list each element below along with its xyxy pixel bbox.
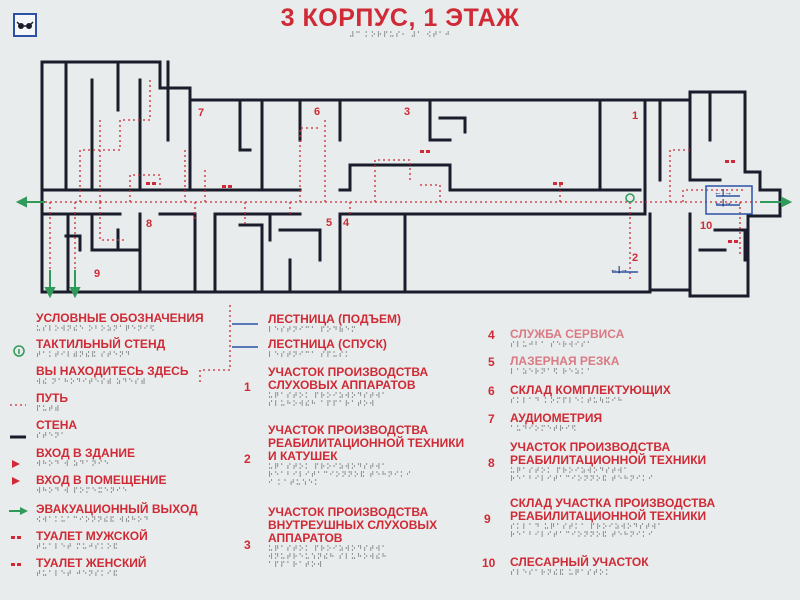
right-entry-6: СКЛАД КОМПЛЕКТУЮЩИХ ⠎⠅⠇⠁⠙ ⠅⠕⠍⠏⠇⠑⠅⠞⠥⠳⠭⠊⠓ bbox=[510, 383, 671, 406]
legend-item-tactile-stand: ТАКТИЛЬНЫЙ СТЕНД ⠞⠁⠅⠞⠊⠇⠾⠝⠮⠯ ⠎⠞⠑⠝⠙ bbox=[36, 337, 166, 360]
you-are-here-marker bbox=[625, 193, 635, 203]
title-braille: ⠼⠉ ⠅⠕⠗⠏⠥⠎⠂ ⠼⠁ ⠪⠞⠁⠚ bbox=[349, 31, 451, 39]
middle-num-2: 2 bbox=[244, 452, 251, 466]
legend-item-womens-toilet: ТУАЛЕТ ЖЕНСКИЙ ⠞⠥⠁⠇⠑⠞ ⠚⠑⠝⠎⠅⠊⠯ bbox=[36, 556, 147, 579]
walls bbox=[40, 60, 782, 298]
legend-symbols bbox=[9, 323, 258, 566]
middle-entry-3: УЧАСТОК ПРОИЗВОДСТВА ВНУТРЕУШНЫХ СЛУХОВЫ… bbox=[268, 505, 438, 570]
stairs-symbol-2: ←|→ bbox=[714, 198, 733, 207]
stairs-symbol-1: ←|→ bbox=[714, 188, 733, 197]
right-num-5: 5 bbox=[488, 355, 495, 369]
glasses-icon bbox=[16, 21, 34, 29]
legend-item-path: ПУТЬ ⠏⠥⠞⠾ bbox=[36, 391, 69, 414]
legend-item-room-entrance: ВХОД В ПОМЕЩЕНИЕ ⠺⠓⠕⠙ ⠺ ⠏⠕⠍⠑⠭⠑⠝⠊⠑ bbox=[36, 473, 167, 496]
legend-item-wall: СТЕНА ⠎⠞⠑⠝⠁ bbox=[36, 418, 78, 441]
page-title: 3 КОРПУС, 1 ЭТАЖ bbox=[280, 4, 520, 32]
legend-item-building-entrance: ВХОД В ЗДАНИЕ ⠺⠓⠕⠙ ⠺ ⠵⠙⠁⠝⠊⠑ bbox=[36, 446, 135, 469]
middle-entry-1: УЧАСТОК ПРОИЗВОДСТВА СЛУХОВЫХ АППАРАТОВ … bbox=[268, 365, 429, 409]
right-entry-7: АУДИОМЕТРИЯ ⠁⠥⠙⠊⠕⠍⠑⠞⠗⠊⠫ bbox=[510, 411, 603, 434]
room-number-8: 8 bbox=[146, 218, 153, 230]
legend-item-heading: УСЛОВНЫЕ ОБОЗНАЧЕНИЯ ⠥⠎⠇⠕⠺⠝⠮⠑ ⠕⠃⠕⠵⠝⠁⠟⠑⠝⠊… bbox=[36, 311, 204, 334]
right-num-8: 8 bbox=[488, 456, 495, 470]
middle-num-3: 3 bbox=[244, 538, 251, 552]
route-paths bbox=[25, 80, 760, 385]
legend-stairs-down: ЛЕСТНИЦА (СПУСК) ⠇⠑⠎⠞⠝⠊⠉⠁ ⠎⠏⠥⠎⠅ bbox=[268, 337, 387, 360]
right-num-4: 4 bbox=[488, 328, 495, 342]
right-entry-4: СЛУЖБА СЕРВИСА ⠎⠇⠥⠚⠃⠁ ⠎⠑⠗⠺⠊⠎⠁ bbox=[510, 327, 625, 350]
right-num-10: 10 bbox=[482, 556, 496, 570]
room-number-4: 4 bbox=[343, 217, 350, 229]
right-num-9: 9 bbox=[484, 512, 491, 526]
right-num-7: 7 bbox=[488, 412, 495, 426]
right-entry-10: СЛЕСАРНЫЙ УЧАСТОК ⠎⠇⠑⠎⠁⠗⠝⠮⠯ ⠥⠟⠁⠎⠞⠕⠅ bbox=[510, 555, 649, 578]
room-number-7: 7 bbox=[198, 107, 205, 119]
room-number-6: 6 bbox=[314, 106, 321, 118]
middle-num-1: 1 bbox=[244, 380, 251, 394]
right-entry-9: СКЛАД УЧАСТКА ПРОИЗВОДСТВА РЕАБИЛИТАЦИОН… bbox=[510, 496, 716, 540]
room-number-5: 5 bbox=[326, 217, 333, 229]
room-number-3: 3 bbox=[404, 106, 411, 118]
right-entry-8: УЧАСТОК ПРОИЗВОДСТВА РЕАБИЛИТАЦИОННОЙ ТЕ… bbox=[510, 440, 707, 484]
stairs-on-plan bbox=[705, 185, 753, 215]
legend-item-you-are-here: ВЫ НАХОДИТЕСЬ ЗДЕСЬ ⠺⠮ ⠝⠁⠓⠕⠙⠊⠞⠑⠎⠾ ⠵⠙⠑⠎⠾ bbox=[36, 364, 189, 387]
legend-item-mens-toilet: ТУАЛЕТ МУЖСКОЙ ⠞⠥⠁⠇⠑⠞ ⠍⠥⠚⠎⠅⠕⠯ bbox=[36, 529, 148, 552]
legend-stairs-up: ЛЕСТНИЦА (ПОДЪЕМ) ⠇⠑⠎⠞⠝⠊⠉⠁ ⠏⠕⠙⠷⠑⠍ bbox=[268, 312, 401, 335]
stairs-symbol-3: ←|→ bbox=[610, 265, 629, 274]
room-number-10: 10 bbox=[700, 220, 713, 232]
right-num-6: 6 bbox=[488, 384, 495, 398]
toilet-markers bbox=[146, 150, 738, 243]
room-number-1: 1 bbox=[632, 110, 639, 122]
right-entry-5: ЛАЗЕРНАЯ РЕЗКА ⠇⠁⠵⠑⠗⠝⠁⠫ ⠗⠑⠵⠅⠁ bbox=[510, 354, 620, 377]
room-number-9: 9 bbox=[94, 268, 101, 280]
low-vision-glasses-icon bbox=[13, 13, 37, 37]
middle-entry-2: УЧАСТОК ПРОИЗВОДСТВА РЕАБИЛИТАЦИОННОЙ ТЕ… bbox=[268, 423, 465, 488]
room-number-2: 2 bbox=[632, 252, 639, 264]
evacuation-exits bbox=[15, 196, 793, 299]
stairs-arrows bbox=[612, 195, 740, 273]
legend-item-evacuation-exit: ЭВАКУАЦИОННЫЙ ВЫХОД ⠪⠺⠁⠅⠥⠁⠉⠊⠕⠝⠝⠮⠯ ⠺⠮⠓⠕⠙ bbox=[36, 502, 198, 525]
